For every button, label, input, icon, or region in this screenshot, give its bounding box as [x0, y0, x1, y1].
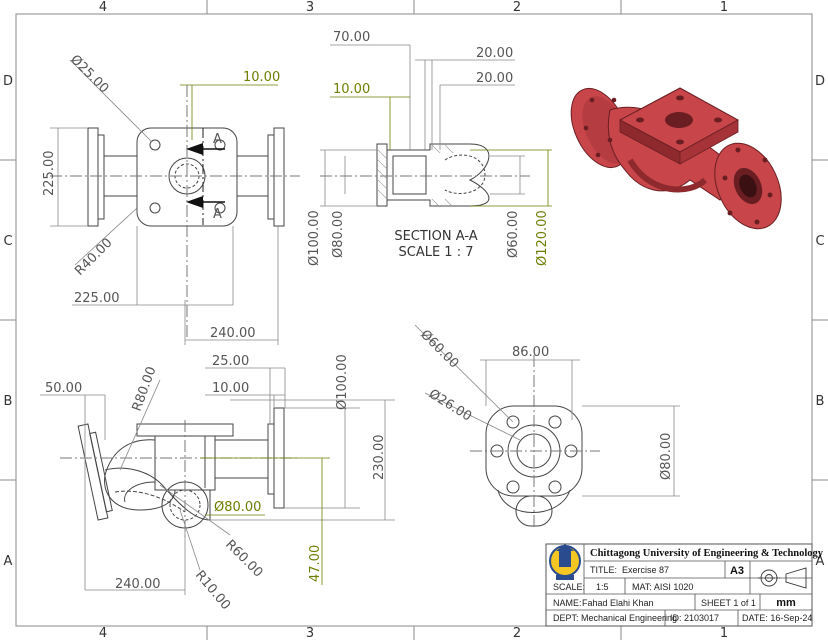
dim-side-d80: Ø80.00 — [659, 433, 674, 480]
dim-front-r80: R80.00 — [130, 365, 160, 414]
dim-sec-d120: Ø120.00 — [535, 210, 550, 266]
zone-row-right-1: D — [815, 74, 825, 89]
zone-labels: 4 3 2 1 4 3 2 1 D C B A D C B A — [3, 0, 825, 640]
zone-col-bottom-2: 3 — [306, 626, 314, 640]
dim-front-47: 47.00 — [308, 545, 323, 582]
tb-title-value: Exercise 87 — [622, 565, 669, 575]
dim-top-r40: R40.00 — [72, 236, 115, 279]
side-view — [470, 355, 600, 530]
dim-top-d25: Ø25.00 — [67, 52, 111, 96]
zone-row-left-2: C — [3, 234, 12, 249]
dim-side-86: 86.00 — [512, 345, 549, 360]
tb-university: Chittagong University of Engineering & T… — [590, 548, 824, 559]
section-view-dims — [320, 44, 552, 207]
zone-col-bottom-1: 4 — [99, 626, 107, 640]
zone-row-right-3: B — [816, 394, 825, 409]
front-view-dims — [40, 367, 395, 595]
dim-front-230: 230.00 — [372, 435, 387, 481]
zone-row-right-4: A — [816, 554, 825, 569]
tb-scale-value: 1:5 — [596, 582, 609, 592]
tb-dept: DEPT: Mechanical Engineering — [553, 613, 677, 623]
zone-col-bottom-4: 1 — [720, 626, 728, 640]
dim-side-d26: Ø26.00 — [426, 387, 474, 425]
zone-row-left-4: A — [4, 554, 13, 569]
dim-front-d100: Ø100.00 — [335, 354, 350, 410]
tb-sheet: SHEET 1 of 1 — [701, 598, 756, 608]
tb-title-label: TITLE: — [590, 565, 617, 575]
tb-name-value: Fahad Elahi Khan — [582, 598, 654, 608]
tb-name-label: NAME: — [553, 598, 582, 608]
dim-front-r60: R60.00 — [222, 537, 265, 580]
section-view — [320, 143, 530, 208]
zone-row-right-2: C — [815, 234, 824, 249]
zone-col-top-3: 2 — [513, 0, 521, 15]
dim-sec-d60: Ø60.00 — [506, 211, 521, 258]
tb-paper-size: A3 — [730, 565, 744, 577]
title-block: Chittagong University of Engineering & T… — [545, 543, 824, 627]
tb-date: DATE: 16-Sep-24 — [742, 613, 812, 623]
tb-material: MAT: AISI 1020 — [632, 582, 693, 592]
dim-front-25: 25.00 — [212, 354, 249, 369]
dim-top-240: 240.00 — [210, 326, 256, 341]
dim-top-10: 10.00 — [243, 70, 280, 85]
projection-symbol-icon — [758, 567, 807, 589]
zone-col-top-2: 3 — [306, 0, 314, 15]
zone-col-top-4: 1 — [720, 0, 728, 15]
dim-front-d80: Ø80.00 — [214, 500, 261, 515]
top-view-dims — [50, 59, 279, 345]
zone-col-bottom-3: 2 — [513, 626, 521, 640]
section-scale: SCALE 1 : 7 — [399, 245, 474, 260]
dim-front-50: 50.00 — [45, 381, 82, 396]
dim-side-d60: Ø60.00 — [417, 327, 461, 371]
section-marker-bottom: A — [213, 207, 222, 222]
tb-id: ID: 2103017 — [670, 613, 719, 623]
zone-row-left-1: D — [3, 74, 13, 89]
dim-sec-d80: Ø80.00 — [331, 211, 346, 258]
dim-top-225-vertical: 225.00 — [42, 151, 57, 197]
dim-sec-20b: 20.00 — [476, 71, 513, 86]
isometric-model — [570, 87, 782, 230]
dim-sec-20a: 20.00 — [476, 46, 513, 61]
dim-sec-10: 10.00 — [333, 82, 370, 97]
dim-top-225-horizontal: 225.00 — [74, 291, 120, 306]
tb-units: mm — [776, 597, 796, 609]
side-view-dims — [414, 324, 680, 497]
university-logo — [549, 544, 581, 580]
dim-front-240: 240.00 — [115, 577, 161, 592]
section-marker-top: A — [213, 132, 222, 147]
dim-front-r10: R10.00 — [192, 568, 233, 613]
section-markers: A A — [186, 128, 225, 225]
tb-scale-label: SCALE: — [553, 582, 585, 592]
dim-sec-70: 70.00 — [333, 30, 370, 45]
dim-sec-d100: Ø100.00 — [307, 210, 322, 266]
zone-col-top-1: 4 — [99, 0, 107, 15]
zone-row-left-3: B — [4, 394, 13, 409]
dim-front-10: 10.00 — [212, 381, 249, 396]
top-view — [50, 85, 300, 340]
section-label: SECTION A-A — [394, 229, 477, 244]
